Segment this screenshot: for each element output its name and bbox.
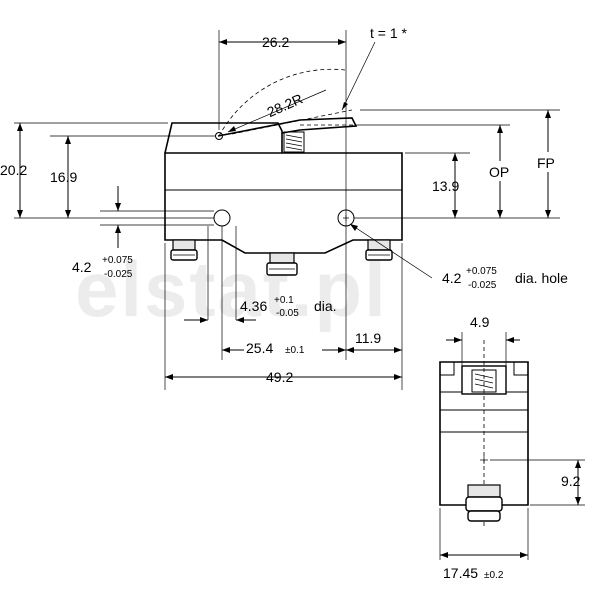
side-view — [439, 340, 529, 528]
dim-radius: 28.2R — [264, 90, 305, 120]
lever — [217, 117, 358, 137]
mounting-hole-left — [213, 209, 231, 227]
side-dimensions: 4.9 9.2 17.45 ±0.2 — [439, 314, 585, 581]
switch-body — [164, 152, 403, 254]
dim-side-top: 4.9 — [470, 314, 490, 330]
dim-hole-big-tol-minus: -0.025 — [468, 280, 497, 291]
dim-dia-436-suffix: dia. — [314, 298, 337, 314]
dim-side-right: 9.2 — [561, 473, 581, 489]
front-view — [164, 68, 403, 276]
dim-height-13-9: 13.9 — [432, 178, 459, 194]
dim-dia-436: 4.36 — [240, 298, 267, 314]
dim-pitch: 25.4 — [246, 340, 273, 356]
dim-length: 49.2 — [266, 369, 293, 385]
side-top-notch — [440, 362, 528, 376]
dim-height-20-2: 20.2 — [0, 162, 27, 178]
terminal-right — [365, 239, 393, 261]
lever-pivot — [215, 132, 223, 140]
dim-hole-big-suffix: dia. hole — [515, 270, 568, 286]
terminal-left — [170, 239, 198, 261]
dim-side-width: 17.45 — [443, 565, 478, 581]
dim-fp: FP — [537, 155, 555, 171]
dim-thickness: t = 1 * — [370, 25, 408, 41]
terminal-center — [266, 252, 298, 276]
dim-hole-big: 4.2 — [442, 270, 462, 286]
dim-hole-small-tol-plus: +0.075 — [102, 255, 133, 266]
lever-free-position — [231, 109, 353, 135]
side-body — [439, 361, 529, 506]
dim-side-width-tol: ±0.2 — [484, 570, 504, 581]
side-terminal — [465, 484, 503, 522]
dim-hole-big-tol-plus: +0.075 — [466, 266, 497, 277]
actuator-housing — [164, 122, 283, 154]
spring-plunger — [283, 131, 305, 153]
dim-hole-small-tol-minus: -0.025 — [104, 269, 133, 280]
dim-pitch-tol: ±0.1 — [285, 345, 305, 356]
dim-hole-small: 4.2 — [72, 259, 92, 275]
watermark: elstat.pl — [75, 245, 388, 333]
front-dimensions: 26.2 t = 1 * 28.2R 20.2 16.9 13.9 OP F — [0, 25, 568, 390]
dim-dia-436-tol-minus: -0.05 — [276, 308, 299, 319]
dim-width-top: 26.2 — [262, 34, 289, 50]
dim-offset: 11.9 — [355, 330, 381, 346]
dim-dia-436-tol-plus: +0.1 — [274, 295, 294, 306]
dim-height-16-9: 16.9 — [50, 169, 77, 185]
dim-op: OP — [489, 164, 509, 180]
